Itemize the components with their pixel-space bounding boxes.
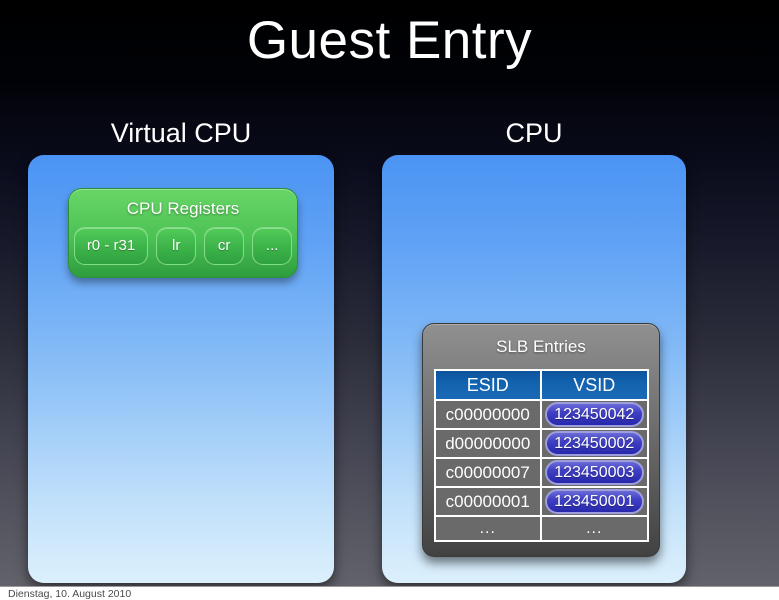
slb-column-header: VSID (540, 369, 649, 401)
vsid-pill: 123450042 (545, 402, 644, 427)
register-chip: cr (204, 227, 245, 265)
vsid-cell: 123450002 (540, 428, 649, 459)
vsid-cell: 123450042 (540, 399, 649, 430)
esid-cell: c00000000 (433, 399, 542, 430)
slide-background: Guest Entry Virtual CPU CPU CPU Register… (0, 0, 779, 586)
footer-bar: Dienstag, 10. August 2010 (0, 586, 779, 600)
vsid-cell: 123450001 (540, 486, 649, 517)
register-chip: lr (156, 227, 197, 265)
virtual-cpu-heading: Virtual CPU (110, 118, 252, 148)
cpu-heading: CPU (505, 118, 563, 148)
slb-column-header: ESID (433, 369, 542, 401)
vsid-cell: ... (540, 515, 649, 542)
esid-cell: d00000000 (433, 428, 542, 459)
slb-table-row: ...... (433, 515, 649, 542)
slb-entries-title: SLB Entries (496, 337, 586, 356)
vsid-pill: 123450003 (545, 460, 644, 485)
vsid-pill: 123450001 (545, 489, 644, 514)
esid-cell: c00000001 (433, 486, 542, 517)
vsid-cell: 123450003 (540, 457, 649, 488)
cpu-registers-title: CPU Registers (126, 199, 240, 218)
vsid-pill: 123450002 (545, 431, 644, 456)
esid-cell: c00000007 (433, 457, 542, 488)
register-chip: r0 - r31 (73, 227, 149, 265)
esid-cell: ... (433, 515, 542, 542)
register-chip: ... (252, 227, 293, 265)
footer-date: Dienstag, 10. August 2010 (8, 588, 132, 600)
slide-title: Guest Entry (246, 11, 533, 70)
